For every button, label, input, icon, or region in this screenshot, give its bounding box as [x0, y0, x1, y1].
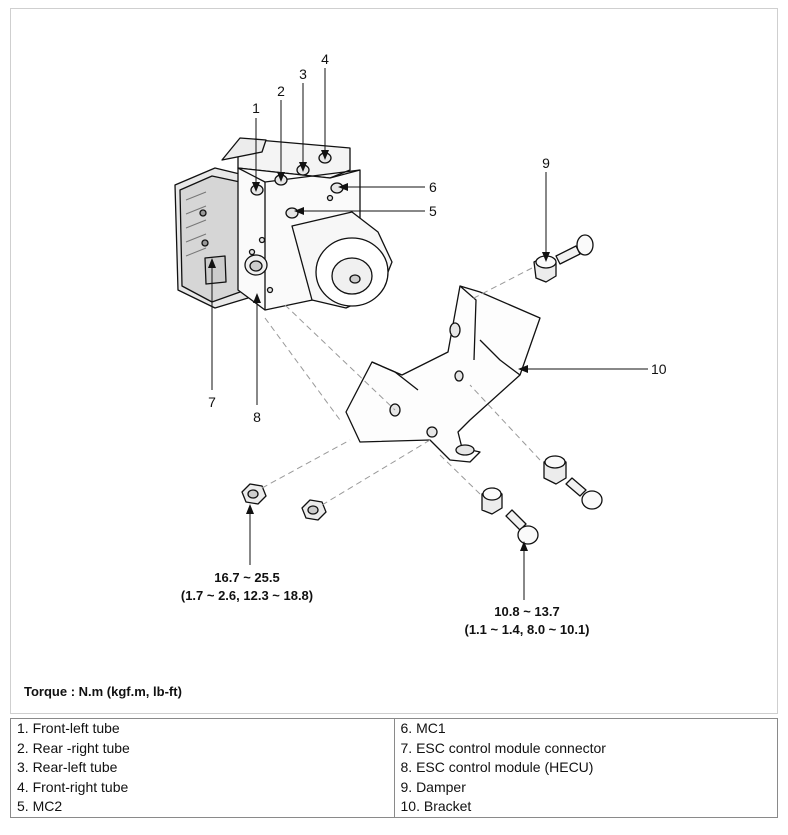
torque-right-units: (1.1 ~ 1.4, 8.0 ~ 10.1)	[464, 622, 589, 637]
bracket	[345, 285, 541, 463]
assembly-guide-lines	[261, 267, 541, 506]
torque-left-units: (1.7 ~ 2.6, 12.3 ~ 18.8)	[181, 588, 313, 603]
mounting-nuts	[241, 483, 327, 521]
callout-7: 7	[208, 394, 216, 410]
legend-column-right: 6. MC1 7. ESC control module connector 8…	[393, 718, 778, 818]
legend-item: 3. Rear-left tube	[17, 759, 118, 776]
torque-unit-caption: Torque : N.m (kgf.m, lb-ft)	[24, 684, 182, 699]
pump-motor	[244, 211, 393, 309]
legend-column-left: 1. Front-left tube 2. Rear -right tube 3…	[10, 718, 395, 818]
torque-right-value: 10.8 ~ 13.7	[494, 604, 559, 619]
ecu-housing	[174, 167, 249, 309]
leader-arrowheads	[208, 150, 550, 551]
dampers	[481, 255, 567, 515]
callout-2: 2	[277, 83, 285, 99]
legend-row: 1. Front-left tube 2. Rear -right tube 3…	[10, 718, 778, 818]
callout-9: 9	[542, 155, 550, 171]
torque-left-value: 16.7 ~ 25.5	[214, 570, 279, 585]
leader-lines	[211, 68, 648, 600]
callout-8: 8	[253, 409, 261, 425]
callout-5: 5	[429, 203, 437, 219]
legend-item: 1. Front-left tube	[17, 720, 120, 736]
legend-item: 6. MC1	[400, 720, 446, 736]
legend-item: 7. ESC control module connector	[400, 739, 606, 756]
legend-item: 10. Bracket	[400, 798, 472, 815]
callout-1: 1	[252, 100, 260, 116]
legend-item: 2. Rear -right tube	[17, 739, 130, 756]
legend-item: 8. ESC control module (HECU)	[400, 759, 594, 776]
legend-item: 9. Damper	[400, 778, 466, 795]
callout-6: 6	[429, 179, 437, 195]
callout-4: 4	[321, 51, 329, 67]
callout-3: 3	[299, 66, 307, 82]
parts-legend-table: 1. Front-left tube 2. Rear -right tube 3…	[10, 718, 778, 818]
callout-10: 10	[651, 361, 667, 377]
legend-item: 4. Front-right tube	[17, 778, 129, 795]
figure-frame	[10, 8, 778, 714]
mounting-bolts	[505, 234, 603, 545]
legend-item: 5. MC2	[17, 798, 63, 815]
